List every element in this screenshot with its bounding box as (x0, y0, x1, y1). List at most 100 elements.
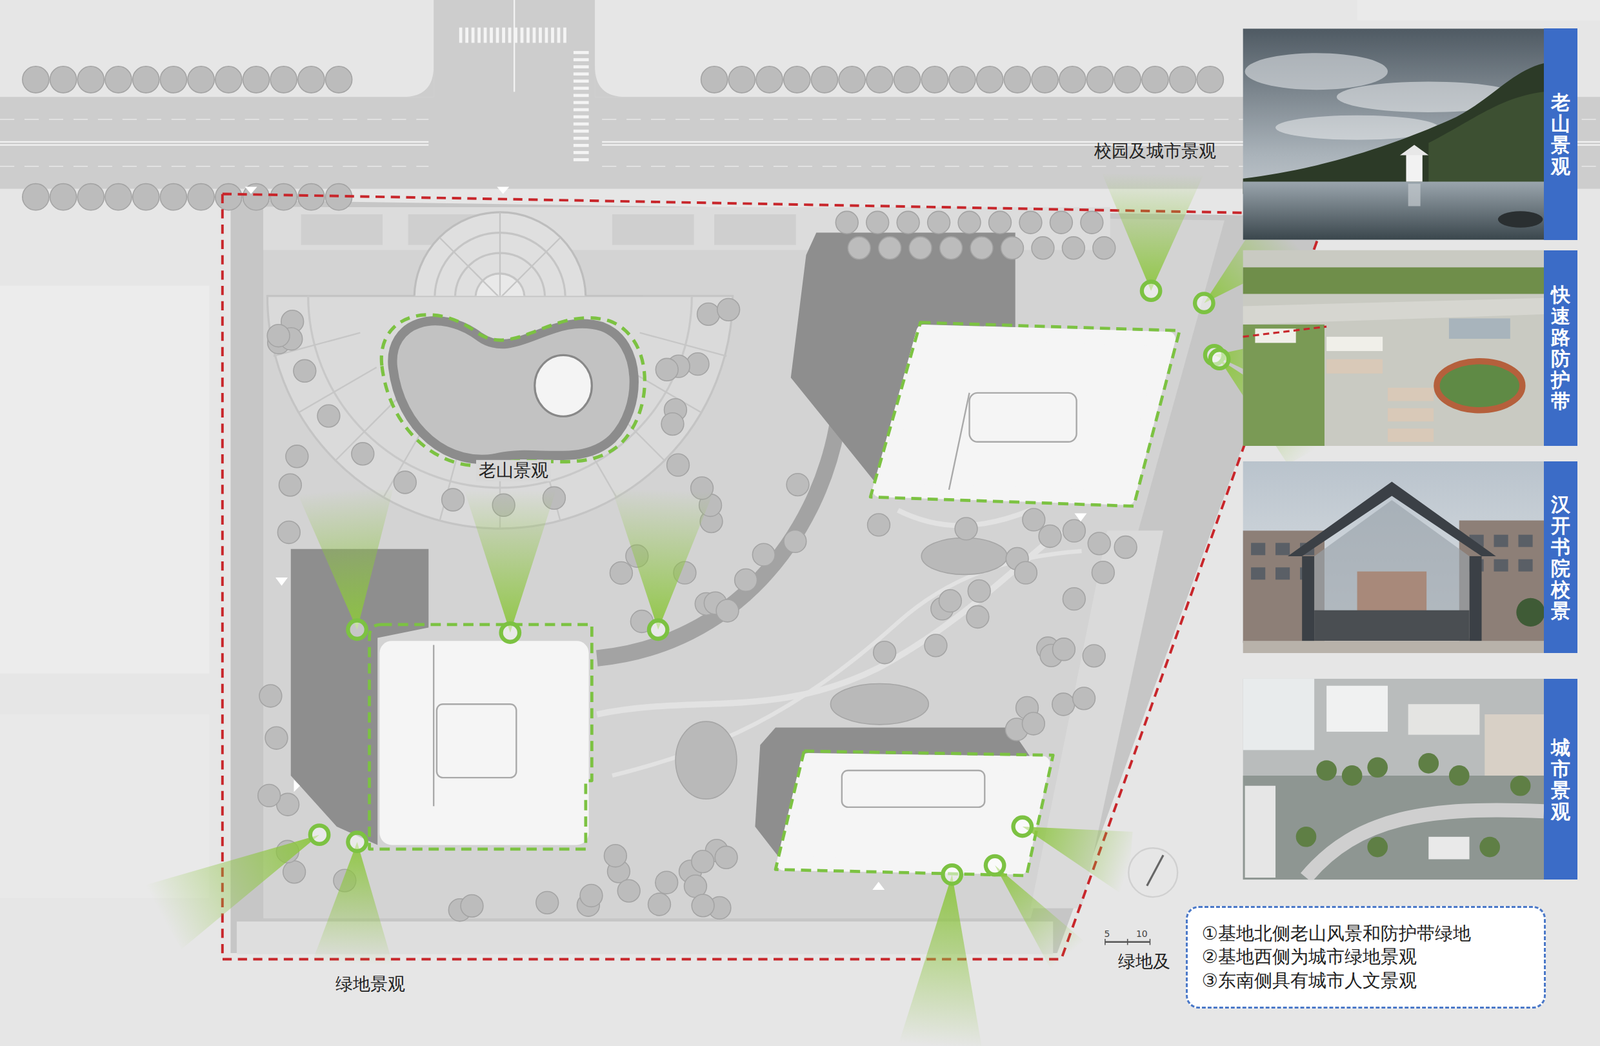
landscape-path (830, 683, 929, 725)
tree (298, 66, 325, 93)
viewpoint-ring (1013, 817, 1032, 836)
site-ground (230, 200, 1327, 955)
viewpoint-ring (347, 832, 366, 851)
photo (1518, 534, 1533, 548)
road (573, 86, 590, 90)
road (573, 50, 590, 55)
photo (1242, 678, 1315, 751)
tree (970, 236, 993, 260)
scale-bar (1128, 847, 1178, 897)
tree (958, 210, 981, 234)
band-title: 快速路防护带 (1550, 283, 1571, 412)
road (550, 27, 555, 44)
view-cone (464, 489, 557, 633)
tree (866, 210, 890, 234)
tree (924, 634, 948, 657)
photo (1484, 714, 1544, 776)
tree (22, 66, 1224, 922)
map-label: 校园及城市景观 (1094, 140, 1217, 162)
tree (1031, 66, 1059, 93)
tree (701, 66, 728, 93)
tree (283, 860, 306, 884)
road (520, 27, 524, 44)
viewpoint-ring (1194, 293, 1213, 312)
photo (1242, 324, 1325, 446)
photo (1518, 559, 1533, 572)
tree (265, 726, 288, 750)
road (0, 143, 429, 146)
tree (1050, 210, 1073, 234)
building-roof (783, 760, 1044, 868)
tree (967, 580, 991, 603)
tree (1021, 712, 1045, 735)
site-ground (642, 294, 733, 297)
viewpoint-ring (1141, 281, 1160, 300)
tree (187, 183, 215, 211)
road (563, 27, 567, 44)
tree (22, 183, 50, 211)
tree (132, 183, 160, 211)
tree (655, 870, 679, 894)
site-boundary (275, 577, 288, 586)
photo (1494, 534, 1509, 548)
photo-title-band: 快速路防护带 (1543, 250, 1578, 447)
road (573, 93, 590, 97)
tree (267, 324, 290, 348)
tree (285, 445, 309, 468)
road (573, 101, 590, 105)
tree (258, 784, 281, 808)
tree (536, 890, 559, 914)
site-ground (414, 212, 586, 297)
tree (242, 183, 270, 211)
road (573, 72, 590, 76)
photo (1449, 318, 1511, 339)
tree (894, 66, 921, 93)
photo (1405, 152, 1422, 182)
tree (1019, 210, 1042, 234)
road (403, 66, 434, 97)
tree (580, 884, 603, 908)
scale-bar (1149, 938, 1151, 945)
view-cone (296, 489, 393, 630)
road (526, 27, 530, 44)
tree (1087, 532, 1111, 555)
tree (293, 359, 317, 382)
photo (1242, 461, 1544, 653)
tree (1086, 66, 1113, 93)
tree (1141, 66, 1169, 93)
road (489, 27, 493, 44)
tree (617, 879, 640, 902)
tree (954, 517, 978, 540)
landscape-path (675, 721, 737, 799)
road (0, 118, 429, 120)
tree (317, 404, 340, 428)
photo (1341, 765, 1363, 786)
tree (976, 66, 1004, 93)
photo (1242, 775, 1544, 880)
tree (966, 605, 990, 629)
landscape-path (921, 537, 1008, 575)
tree (77, 66, 104, 93)
tree (648, 892, 671, 916)
photo (1250, 567, 1266, 580)
photo (1367, 836, 1388, 858)
tree (1092, 236, 1116, 260)
tree (105, 183, 132, 211)
note-box: ①基地北侧老山风景和防护带绿地②基地西侧为城市绿地景观③东南侧具有城市人文景观 (1185, 905, 1546, 1008)
view-cone (898, 874, 982, 1046)
view-cone (994, 865, 1084, 970)
tree (1080, 210, 1104, 234)
photo (1242, 678, 1544, 880)
road (573, 58, 590, 62)
photo (1242, 63, 1544, 194)
band-title: 老山景观 (1550, 91, 1571, 177)
site-ground (612, 214, 695, 245)
tree (838, 66, 866, 93)
site-ground (301, 214, 384, 245)
tree (1003, 66, 1031, 93)
photo (1326, 359, 1383, 374)
photo-title-band: 老山景观 (1543, 28, 1578, 240)
photo (1367, 756, 1388, 778)
